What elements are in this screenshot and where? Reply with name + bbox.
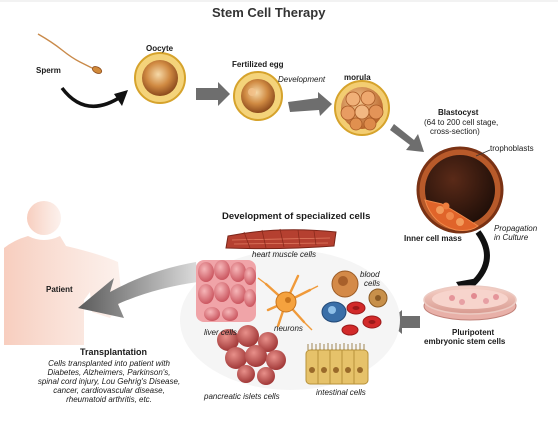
oocyte-label: Oocyte [146, 44, 174, 53]
pluripotent-label-line1: Pluripotent [452, 328, 495, 337]
fertilization-arrowhead [114, 90, 128, 106]
transplant-line-5: rheumatoid arthritis, etc. [66, 395, 152, 404]
fertilized-egg-icon [233, 71, 283, 121]
transplant-line-1: Cells transplanted into patient with [48, 359, 170, 368]
sperm-icon [37, 33, 103, 74]
blood-cells-icon [321, 270, 388, 336]
pluripotent-label-line2: embryonic stem cells [424, 337, 506, 346]
fertilization-arrow [60, 86, 123, 109]
pancreatic-cells-icon [217, 325, 286, 385]
transplantation-label: Transplantation [80, 347, 148, 357]
propagation-label-line2: in Culture [494, 233, 529, 242]
morula-icon [334, 80, 390, 136]
transplant-line-4: cancer, cardiovascular disease, [53, 386, 165, 395]
arrow-to-fertilized-egg [196, 82, 230, 106]
transplant-line-2: Diabetes, Alzheimers, Parkinson's, [47, 368, 171, 377]
liver-cells-label: liver cells [204, 328, 237, 337]
liver-cells-icon [196, 260, 256, 322]
arrow-development [288, 92, 332, 116]
trophoblasts-pointer [475, 149, 491, 157]
patient-silhouette-icon [4, 201, 122, 345]
trophoblasts-label: trophoblasts [490, 144, 534, 153]
blastocyst-label: Blastocyst [438, 108, 479, 117]
heart-muscle-label: heart muscle cells [252, 250, 317, 259]
neuron-icon [257, 274, 319, 331]
blood-cells-label-line2: cells [364, 279, 381, 288]
transplant-line-3: spinal cord injury, Lou Gehrig's Disease… [37, 377, 181, 386]
culture-dish-icon [423, 285, 517, 321]
inner-cell-mass-label: Inner cell mass [404, 234, 462, 243]
intestinal-cells-icon [305, 343, 369, 385]
blood-cells-label-line1: blood [360, 270, 380, 279]
arrow-to-blastocyst [390, 124, 424, 152]
sperm-label: Sperm [36, 66, 61, 75]
morula-label: morula [344, 73, 371, 82]
fertilized-egg-label: Fertilized egg [232, 60, 284, 69]
oocyte-icon [134, 52, 186, 104]
patient-label: Patient [46, 285, 73, 294]
blastocyst-note-line2: cross-section) [430, 127, 480, 136]
heart-muscle-icon [225, 228, 337, 250]
propagation-label-line1: Propagation [494, 224, 538, 233]
specialized-cells-header: Development of specialized cells [222, 211, 371, 222]
diagram-title: Stem Cell Therapy [212, 5, 326, 20]
intestinal-cells-label: intestinal cells [316, 388, 366, 397]
development-label: Development [278, 75, 326, 84]
transplantation-arrow [78, 262, 198, 318]
neurons-label: neurons [274, 324, 303, 333]
blastocyst-icon [416, 146, 504, 234]
blastocyst-note-line1: (64 to 200 cell stage, [424, 118, 499, 127]
pancreatic-islets-label: pancreatic islets cells [204, 392, 280, 401]
